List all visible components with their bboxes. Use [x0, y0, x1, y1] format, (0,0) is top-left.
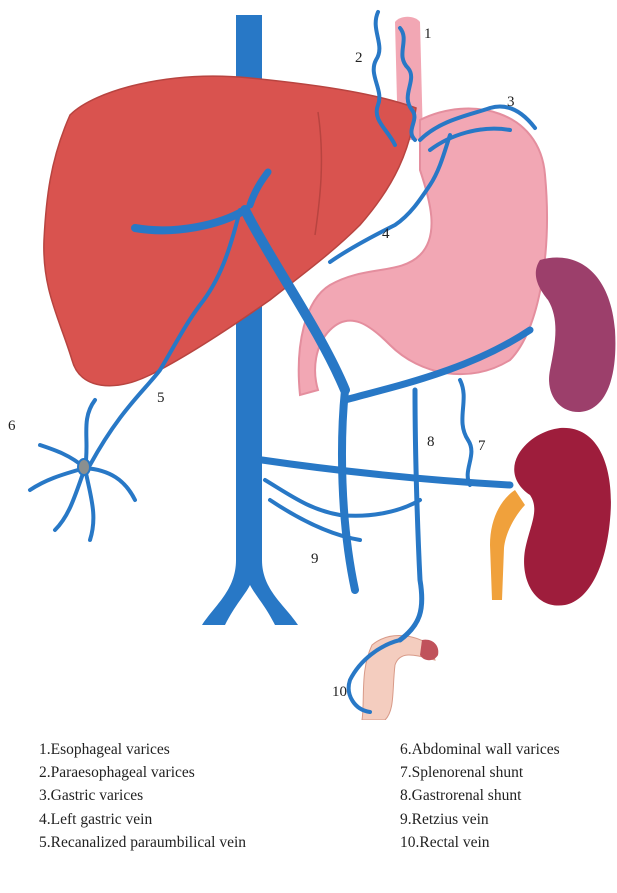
legend-item: 8.Gastrorenal shunt [400, 784, 560, 807]
legend-item: 7.Splenorenal shunt [400, 761, 560, 784]
legend-right: 6.Abdominal wall varices 7.Splenorenal s… [400, 738, 560, 854]
legend-item: 3.Gastric varices [39, 784, 246, 807]
label-9: 9 [311, 551, 319, 567]
legend-item: 5.Recanalized paraumbilical vein [39, 831, 246, 854]
splenorenal-shunt [460, 380, 471, 485]
label-1: 1 [424, 26, 432, 42]
legend-item: 1.Esophageal varices [39, 738, 246, 761]
label-3: 3 [507, 94, 515, 110]
label-6: 6 [8, 418, 16, 434]
umbilicus [78, 459, 90, 475]
ureter [490, 490, 525, 600]
legend-item: 2.Paraesophageal varices [39, 761, 246, 784]
legend-left: 1.Esophageal varices 2.Paraesophageal va… [39, 738, 246, 854]
label-8: 8 [427, 434, 435, 450]
spleen [536, 258, 616, 412]
portal-hypertension-diagram: 1 2 3 4 5 6 7 8 9 10 [0, 0, 617, 720]
liver [44, 76, 416, 385]
label-7: 7 [478, 438, 486, 454]
label-10: 10 [332, 684, 347, 700]
legend-item: 4.Left gastric vein [39, 808, 246, 831]
legend-item: 6.Abdominal wall varices [400, 738, 560, 761]
rectum [362, 636, 438, 720]
label-5: 5 [157, 390, 165, 406]
label-2: 2 [355, 50, 363, 66]
kidney [514, 428, 611, 606]
legend-item: 9.Retzius vein [400, 808, 560, 831]
legend-item: 10.Rectal vein [400, 831, 560, 854]
label-4: 4 [382, 226, 390, 242]
